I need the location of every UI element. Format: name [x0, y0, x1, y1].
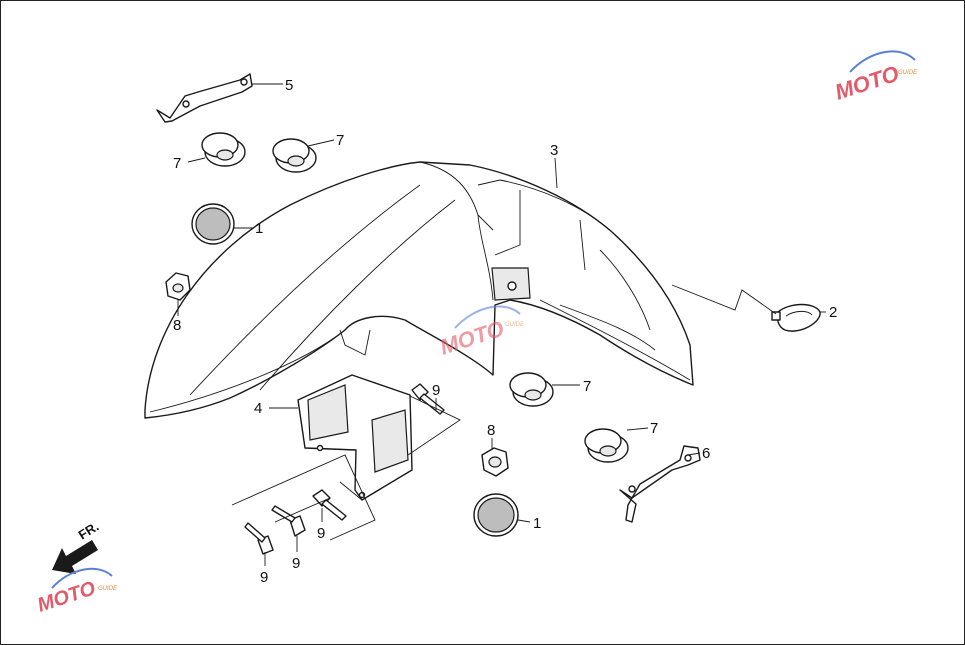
reflector-1a — [191, 203, 235, 245]
watermark-subtext-bottom: GUIDE — [98, 586, 118, 592]
watermark-subtext-top: GUIDE — [898, 70, 918, 76]
grommet-7d — [584, 428, 629, 463]
bracket-4 — [297, 374, 413, 501]
leader-lines — [177, 83, 826, 566]
clip-2 — [771, 303, 821, 332]
callout-1-a: 1 — [255, 220, 263, 237]
callout-7-a: 7 — [173, 155, 181, 172]
callout-9-a: 9 — [432, 382, 440, 399]
assembly-lines — [231, 284, 777, 541]
reflector-1b — [473, 493, 519, 537]
grommet-7b — [272, 138, 317, 173]
callout-8-b: 8 — [487, 422, 495, 439]
callout-9-d: 9 — [260, 569, 268, 586]
callout-7-d: 7 — [650, 420, 658, 437]
bolt-9c — [271, 505, 306, 537]
callout-5: 5 — [285, 77, 293, 94]
watermark-brand-top: MOTO — [832, 61, 902, 105]
callout-3: 3 — [550, 142, 558, 159]
moto-watermark-logo: MOTO GUIDE — [832, 50, 918, 105]
grommet-7c — [509, 372, 554, 407]
callout-7-c: 7 — [583, 378, 591, 395]
callout-2: 2 — [829, 304, 837, 321]
callout-7-b: 7 — [336, 132, 344, 149]
bolt-9b — [312, 489, 347, 521]
callout-4: 4 — [254, 400, 262, 417]
grommet-7a — [201, 132, 246, 167]
callout-9-b: 9 — [317, 525, 325, 542]
watermark-subtext-center: GUIDE — [505, 322, 525, 328]
callout-6: 6 — [702, 445, 710, 462]
callout-1-b: 1 — [533, 515, 541, 532]
nut-8b — [481, 447, 509, 477]
watermark-brand-bottom: MOTO — [35, 577, 99, 616]
nut-8a — [165, 272, 191, 301]
callout-9-c: 9 — [292, 555, 300, 572]
front-fender — [144, 161, 694, 419]
front-direction-arrow-icon: FR. — [52, 519, 101, 574]
front-arrow-label: FR. — [76, 519, 102, 543]
bracket-6 — [619, 445, 701, 523]
callout-labels: 5 7 7 1 8 3 2 4 7 7 6 8 1 9 9 9 9 — [173, 77, 837, 586]
bolt-9d — [244, 522, 274, 555]
bracket-5 — [156, 73, 253, 123]
moto-watermark-logo-bottom: MOTO GUIDE — [35, 567, 118, 617]
callout-8-a: 8 — [173, 317, 181, 334]
